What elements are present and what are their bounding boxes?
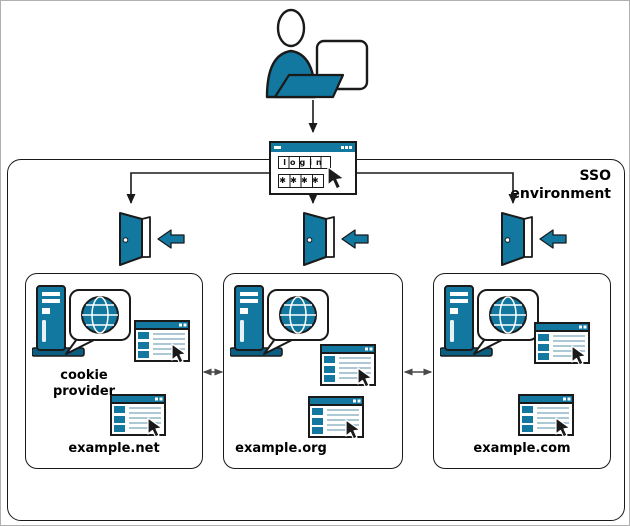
domain-box-example-net: cookie provider example.net: [25, 273, 203, 469]
domain-label: example.org: [235, 441, 327, 456]
domain-box-example-com: example.com: [433, 273, 611, 469]
maximize-icon: [345, 146, 348, 149]
login-password-field: ✱✱✱✱: [278, 174, 324, 188]
door-icon: [292, 211, 338, 267]
server-globe-icon: [440, 284, 540, 364]
browser-window-icon: [134, 320, 192, 368]
laptop-keyboard-icon: [273, 73, 345, 99]
domain-label: example.com: [473, 441, 571, 456]
browser-window-icon: [110, 394, 168, 442]
server-globe-icon: [32, 284, 132, 364]
domain-box-example-org: example.org: [223, 273, 403, 469]
sso-environment-label: SSO environment: [510, 168, 611, 202]
browser-window-icon: [518, 394, 576, 442]
browser-window-icon: [308, 396, 366, 444]
titlebar-menu-dash: [274, 146, 281, 149]
login-username-field: login: [278, 156, 331, 169]
login-window-titlebar: [271, 143, 355, 152]
cookie-provider-label: cookie provider: [52, 368, 116, 399]
minimize-icon: [341, 146, 344, 149]
user-at-laptop: [265, 8, 369, 99]
door-icon: [490, 211, 536, 267]
browser-window-icon: [320, 344, 378, 392]
browser-window-icon: [534, 322, 592, 370]
domain-label: example.net: [68, 441, 160, 456]
server-globe-icon: [230, 284, 330, 364]
cursor-icon: [327, 166, 345, 190]
door-icon: [108, 211, 154, 267]
login-window-icon: login ✱✱✱✱: [269, 141, 357, 195]
close-icon: [349, 146, 352, 149]
